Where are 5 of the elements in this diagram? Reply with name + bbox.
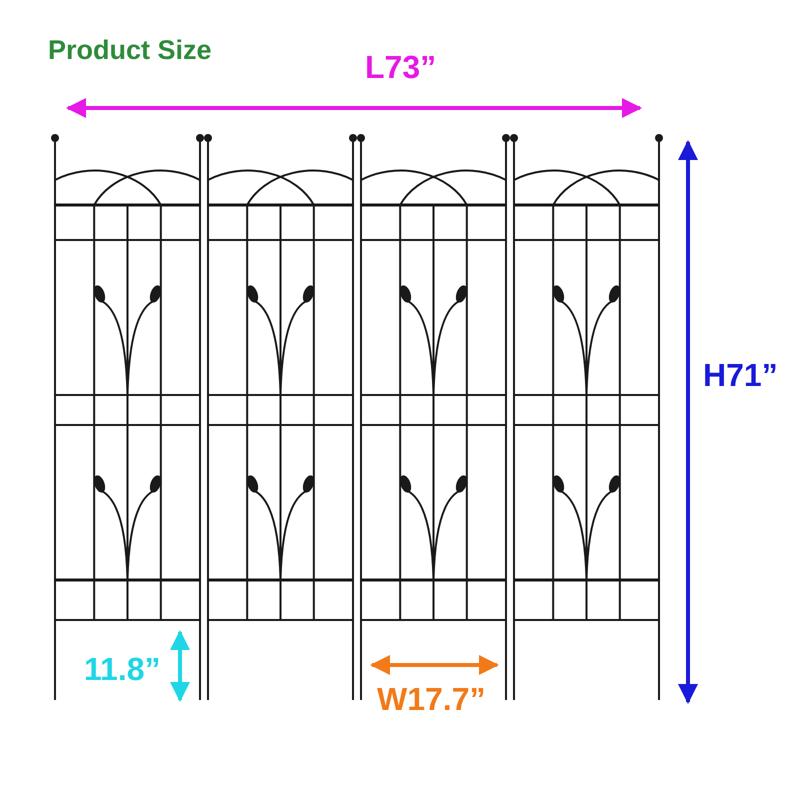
dimension-label: 11.8” (84, 652, 161, 688)
dimension-label: L73” (365, 50, 436, 86)
dimension-label: W17.7” (377, 682, 486, 718)
title: Product Size (48, 36, 212, 66)
dimension-label: H71” (703, 358, 778, 394)
